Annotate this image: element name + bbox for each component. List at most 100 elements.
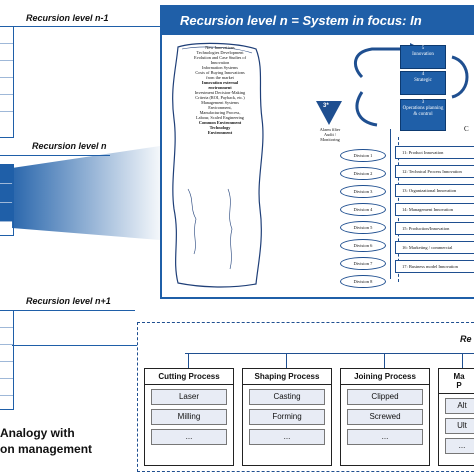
bottom-left-caption-2: on management: [0, 442, 93, 456]
env-note: Evolution and Case Studies of: [193, 55, 247, 60]
stack-cell: [0, 78, 13, 95]
alarm-line: Alarm filter: [319, 127, 341, 132]
env-note: Innovation external: [201, 80, 239, 85]
level-n-stack: [0, 164, 14, 236]
stack-cell: [0, 328, 13, 345]
process-item: ...: [445, 438, 474, 454]
process-item: ...: [347, 429, 423, 445]
env-note: Technologies Development: [196, 50, 244, 55]
env-note: Innovation: [210, 60, 230, 65]
system-5-label: Innovation: [412, 52, 434, 57]
stack-cell: [0, 203, 13, 222]
process-item: Laser: [151, 389, 227, 405]
function-17: 17: Business model Innovation: [395, 260, 474, 273]
level-n-minus-1-connector: [140, 26, 160, 27]
alarm-line: Audit /: [323, 132, 337, 137]
lower-panel-header: Re: [460, 334, 472, 344]
env-note: Common Environment: [198, 120, 242, 125]
division-4: Division 4: [340, 203, 386, 216]
c-label: C: [464, 125, 469, 133]
env-note: Information Systems: [202, 65, 238, 70]
fourth-process-title: Ma P: [439, 369, 474, 394]
alarm-filter-text: Alarm filter Audit / Monitoring: [310, 127, 350, 142]
process-item: Screwed: [347, 409, 423, 425]
lower-panel-bus: [185, 353, 474, 354]
fourth-process-box: Ma P Alt Ult ...: [438, 368, 474, 466]
level-n-minus-1-label: Recursion level n-1: [26, 13, 109, 23]
cutting-process-title: Cutting Process: [145, 369, 233, 385]
division-2: Division 2: [340, 167, 386, 180]
env-note: Labour, Scaled Engineering: [196, 115, 244, 120]
system-5-number: 5: [421, 46, 425, 51]
env-note: Environment: [207, 130, 233, 135]
function-12: 12: Technical Process Innovation: [395, 165, 474, 178]
env-note: Costs of Buying Innovations: [195, 70, 245, 75]
process-item: Clipped: [347, 389, 423, 405]
level-n-plus-1-stack: [0, 310, 14, 410]
process-item: ...: [151, 429, 227, 445]
stack-cell: [0, 184, 13, 203]
function-14: 14: Management Innovation: [395, 203, 474, 216]
level-n-plus-1-line: [0, 310, 135, 311]
stack-cell: [0, 345, 13, 362]
env-note: environment: [208, 85, 232, 90]
function-16: 16: Marketing / commercial: [395, 241, 474, 254]
joining-process-box: Joining Process Clipped Screwed ...: [340, 368, 430, 466]
process-connector: [286, 353, 287, 368]
division-7: Division 7: [340, 257, 386, 270]
process-item: ...: [249, 429, 325, 445]
function-13: 13: Organizational Innovation: [395, 184, 474, 197]
system-5-box: 5 Innovation: [400, 45, 446, 69]
environment-blob: [172, 42, 264, 288]
env-note: from the market: [206, 75, 234, 80]
process-connector: [384, 353, 385, 368]
system-4-number: 4: [421, 72, 425, 77]
stack-cell: [0, 362, 13, 379]
level-n-plus-1-connector: [12, 345, 138, 346]
level-n-minus-1-line: [0, 26, 140, 27]
env-note: New Innovations: [205, 45, 235, 50]
process-connector: [188, 353, 189, 368]
stack-cell: [0, 311, 13, 328]
three-star-triangle: [316, 101, 342, 125]
main-panel-title: Recursion level n = System in focus: In: [162, 7, 474, 35]
process-item: Forming: [249, 409, 325, 425]
shaping-process-box: Shaping Process Casting Forming ...: [242, 368, 332, 466]
process-item: Alt: [445, 398, 474, 414]
env-note: Manufacturing Process,: [199, 110, 241, 115]
system-4-label: Strategic: [414, 78, 432, 83]
joining-process-title: Joining Process: [341, 369, 429, 385]
alarm-line: Monitoring: [320, 137, 340, 142]
env-note: Management Systems: [201, 100, 239, 105]
fourth-process-title-line1: Ma: [453, 372, 465, 381]
system-4-box: 4 Strategic: [400, 71, 446, 95]
division-5: Division 5: [340, 221, 386, 234]
process-connector: [462, 353, 463, 368]
stack-cell: [0, 379, 13, 396]
process-item: Ult: [445, 418, 474, 434]
stack-cell: [0, 61, 13, 78]
stack-cell: [0, 27, 13, 44]
env-note: Investment Decision-Making: [194, 90, 246, 95]
environment-notes: New Innovations Technologies Development…: [180, 45, 260, 135]
level-n-minus-1-stack: [0, 26, 14, 138]
level-n-plus-1-label: Recursion level n+1: [26, 296, 111, 306]
stack-cell: [0, 165, 13, 184]
process-item: Casting: [249, 389, 325, 405]
shaping-process-title: Shaping Process: [243, 369, 331, 385]
level-n-line: [0, 155, 110, 156]
stack-cell: [0, 44, 13, 61]
fourth-process-title-line2: P: [456, 381, 462, 390]
division-8: Division 8: [340, 275, 386, 288]
stack-cell: [0, 95, 13, 112]
division-6: Division 6: [340, 239, 386, 252]
three-star-label: 3*: [323, 103, 329, 109]
process-item: Milling: [151, 409, 227, 425]
division-1: Division 1: [340, 149, 386, 162]
cutting-process-box: Cutting Process Laser Milling ...: [144, 368, 234, 466]
system-loop-arrows: [353, 43, 469, 127]
env-note: Criteria (ROI, Payback, etc.): [195, 95, 245, 100]
system-3-number: 3: [421, 100, 425, 105]
system-3-label: Operations planning & control: [402, 106, 444, 117]
vertical-bus: [390, 129, 391, 279]
